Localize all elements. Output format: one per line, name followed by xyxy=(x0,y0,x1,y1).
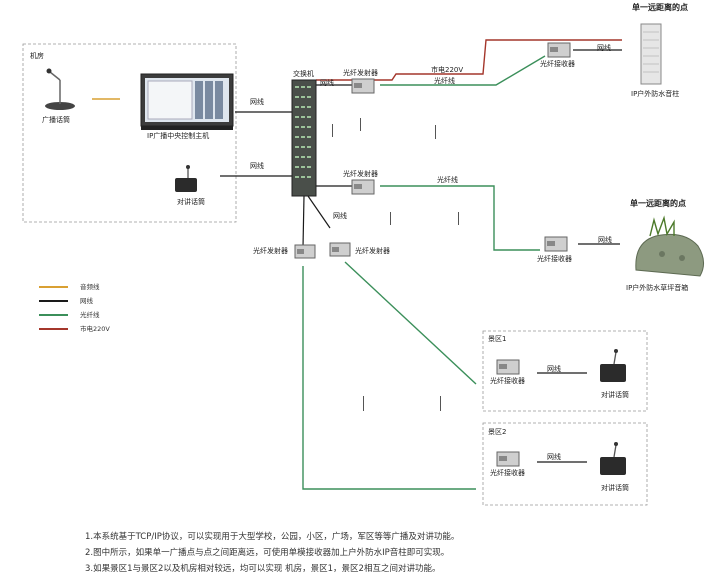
network-label-tx1: 网线 xyxy=(320,79,334,87)
legend-label-audio: 音频线 xyxy=(80,283,100,291)
continuation-dots xyxy=(332,118,459,411)
switch-icon xyxy=(291,79,317,197)
network-line-tx3 xyxy=(302,195,305,248)
fiber-tx-label-3: 光纤发射器 xyxy=(253,247,288,255)
network-label-lawn: 网线 xyxy=(598,236,612,244)
fiber-line-top xyxy=(380,55,546,86)
machine-room-box xyxy=(22,43,237,223)
fiber-tx-label-2: 光纤发射器 xyxy=(343,170,378,178)
fiber-line-mid xyxy=(380,185,540,251)
column-speaker-label: IP户外防水音柱 xyxy=(631,90,680,98)
zone2-title: 景区2 xyxy=(488,428,507,436)
talkback-mic-icon xyxy=(175,165,197,192)
fiber-rx-icon-mid xyxy=(544,236,568,252)
fiber-rx-label-mid: 光纤接收器 xyxy=(537,255,572,263)
fiber-tx-label-4: 光纤发射器 xyxy=(355,247,390,255)
zone2-rx-label: 光纤接收器 xyxy=(490,469,525,477)
zone1-rx-label: 光纤接收器 xyxy=(490,377,525,385)
zone2-talk-label: 对讲话筒 xyxy=(601,484,629,492)
column-speaker-icon xyxy=(640,23,662,85)
zone1-title: 景区1 xyxy=(488,335,507,343)
note-2: 2.图中所示，如果单一广播点与点之间距离远，可使用单模接收器加上户外防水IP音柱… xyxy=(85,548,450,558)
zone2-talkback-icon xyxy=(600,442,626,475)
zone2-network-label: 网线 xyxy=(547,453,561,461)
broadcast-mic-label: 广播话筒 xyxy=(42,116,70,124)
legend-label-fiber: 光纤线 xyxy=(80,311,100,319)
ip-host-icon xyxy=(140,73,234,130)
legend-label-network: 网线 xyxy=(80,297,93,305)
fiber-line-label-mid: 光纤线 xyxy=(437,176,458,184)
lawn-speaker-icon xyxy=(635,215,704,277)
fiber-tx-icon-3 xyxy=(294,244,316,259)
legend-label-power: 市电220V xyxy=(80,325,110,333)
fiber-tx-icon-4 xyxy=(329,242,351,257)
zone2-box xyxy=(482,422,648,506)
far-point-title-mid: 单一远距离的点 xyxy=(630,199,686,208)
note-3: 3.如果景区1与景区2以及机房相对较远，均可以实现 机房，景区1，景区2相互之间… xyxy=(85,564,441,574)
fiber-line-label-top: 光纤线 xyxy=(434,77,455,85)
fiber-rx-label-top: 光纤接收器 xyxy=(540,60,575,68)
fiber-tx-icon-2 xyxy=(351,179,375,195)
network-label-tx3: 网线 xyxy=(333,212,347,220)
fiber-rx-icon-zone2 xyxy=(496,451,520,467)
broadcast-mic-icon xyxy=(45,68,75,110)
zone1-talk-label: 对讲话筒 xyxy=(601,391,629,399)
fiber-line-zone2 xyxy=(302,266,476,490)
network-label-host: 网线 xyxy=(250,98,264,106)
zone1-box xyxy=(482,330,648,412)
fiber-rx-icon-top xyxy=(547,42,571,58)
power-220-label: 市电220V xyxy=(431,66,464,74)
lawn-speaker-label: IP户外防水草坪音箱 xyxy=(626,284,689,292)
fiber-rx-icon-zone1 xyxy=(496,359,520,375)
network-label-talk: 网线 xyxy=(250,162,264,170)
machine-room-title: 机房 xyxy=(30,52,44,60)
far-point-title-top: 单一远距离的点 xyxy=(632,3,688,12)
fiber-tx-label-1: 光纤发射器 xyxy=(343,69,378,77)
network-line-tx4 xyxy=(307,195,331,229)
switch-label: 交换机 xyxy=(293,70,314,78)
power-line xyxy=(316,39,622,81)
talkback-mic-label: 对讲话筒 xyxy=(177,198,205,206)
network-label-column: 网线 xyxy=(597,44,611,52)
zone1-talkback-icon xyxy=(600,349,626,382)
fiber-tx-icon-1 xyxy=(351,78,375,94)
note-1: 1.本系统基于TCP/IP协议，可以实现用于大型学校，公园，小区，广场，军区等等… xyxy=(85,532,460,542)
ip-host-label: IP广播中央控制主机 xyxy=(147,132,210,140)
zone1-network-label: 网线 xyxy=(547,365,561,373)
fiber-line-zone1 xyxy=(344,261,477,385)
